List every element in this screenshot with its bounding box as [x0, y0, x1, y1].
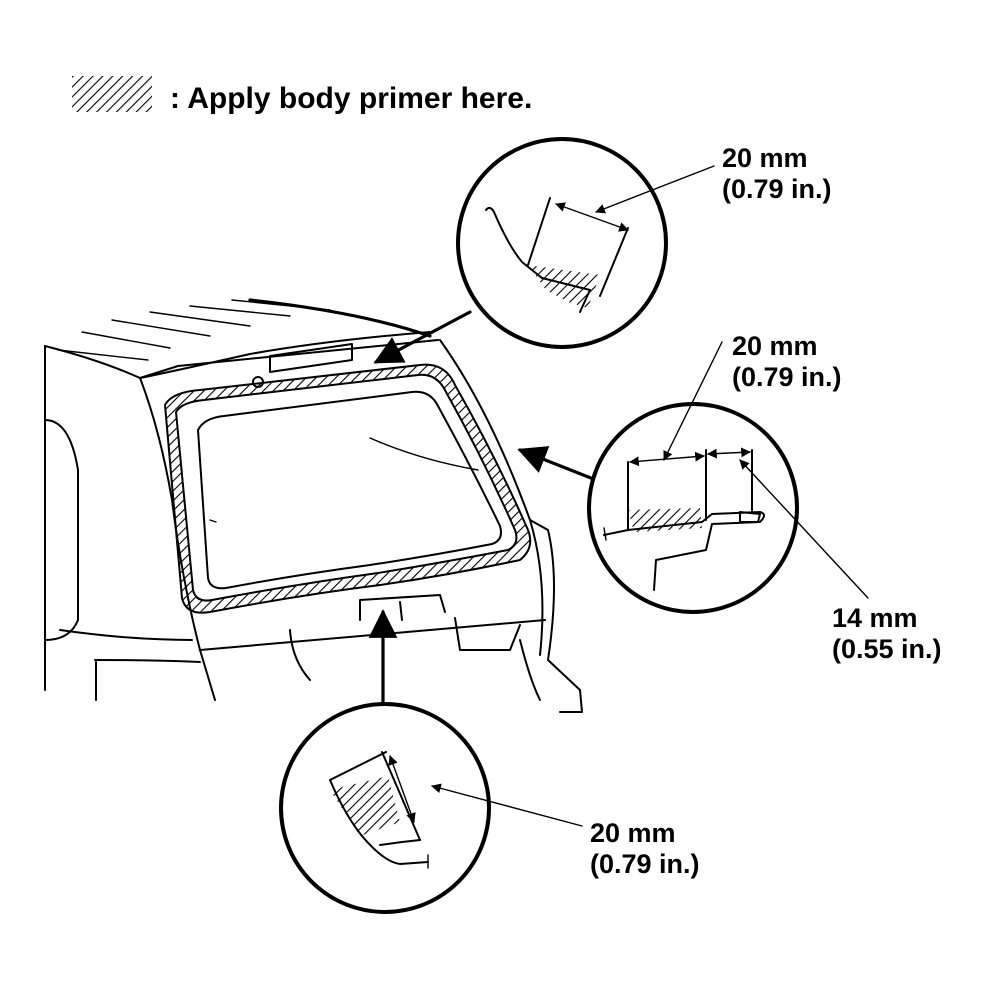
- leader-right-lower: [739, 459, 869, 599]
- leader-right-upper: [663, 341, 723, 461]
- bottom-dimension-inch: (0.79 in.): [590, 849, 700, 879]
- right-lower-dimension-mm: 14 mm: [832, 603, 918, 633]
- right-lower-dimension-inch: (0.55 in.): [832, 634, 942, 664]
- bottom-dimension-mm: 20 mm: [590, 818, 676, 848]
- primer-hatch-swatch: [72, 76, 152, 112]
- primer-band-window: [163, 363, 532, 614]
- detail-circle-right: 20 mm (0.79 in.) 14 mm (0.55 in.): [587, 331, 942, 664]
- top-dimension-inch: (0.79 in.): [722, 174, 832, 204]
- top-dimension-mm: 20 mm: [722, 143, 808, 173]
- right-upper-dimension-inch: (0.79 in.): [732, 362, 842, 392]
- legend-text: : Apply body primer here.: [170, 82, 532, 115]
- leader-top: [595, 165, 715, 214]
- vehicle-rear: [44, 298, 583, 713]
- detail-circle-bottom: 20 mm (0.79 in.): [279, 702, 700, 914]
- arrow-top-to-window: [373, 310, 472, 364]
- right-upper-dimension-mm: 20 mm: [732, 331, 818, 361]
- arrow-right-to-window: [517, 446, 598, 482]
- legend: : Apply body primer here.: [72, 76, 532, 115]
- detail-circle-top: 20 mm (0.79 in.): [456, 137, 832, 349]
- leader-bottom: [431, 783, 583, 827]
- leader-arrows: [368, 310, 598, 712]
